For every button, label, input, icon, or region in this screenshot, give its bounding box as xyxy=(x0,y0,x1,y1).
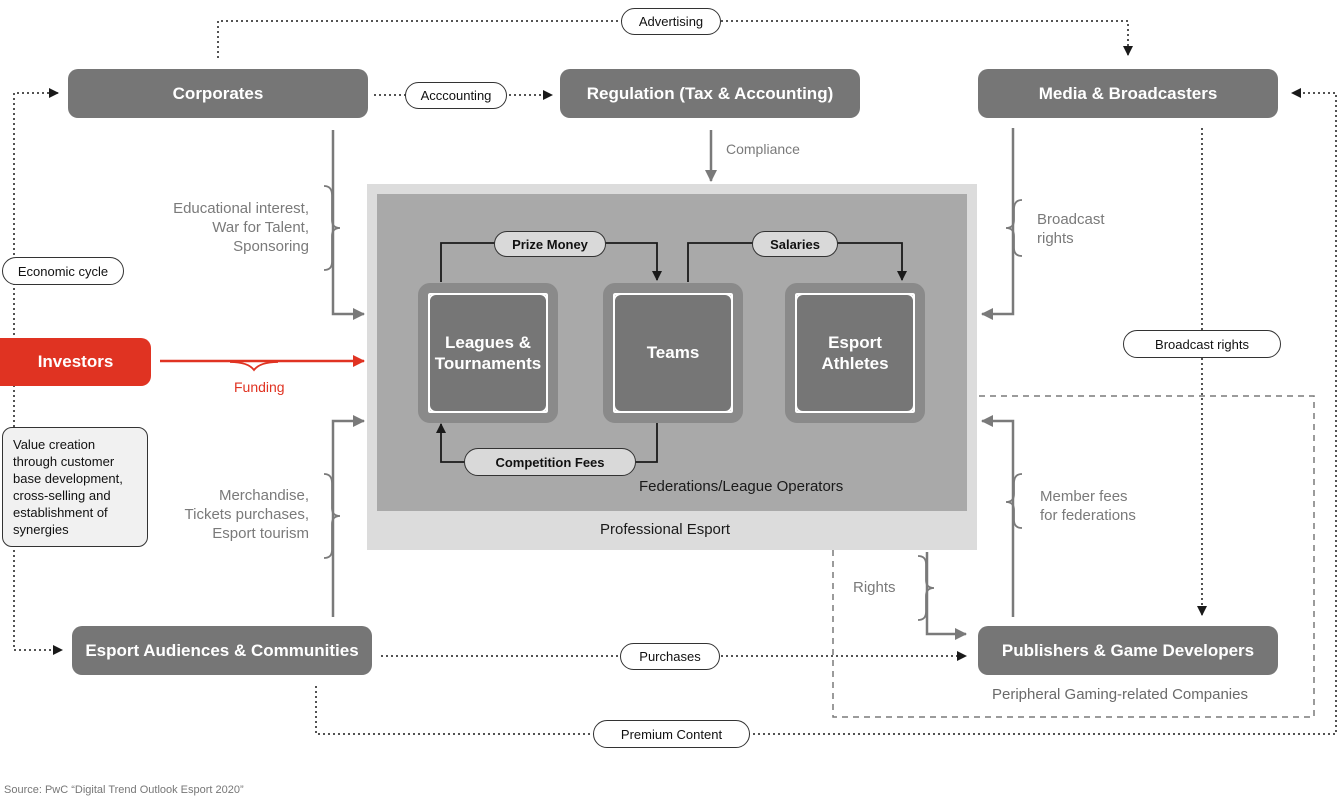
broadcast-line: Broadcast xyxy=(1037,211,1105,228)
peripheral-label: Peripheral Gaming-related Companies xyxy=(992,686,1248,703)
federations-label: Federations/League Operators xyxy=(639,478,844,495)
corporates-brace xyxy=(323,185,341,271)
corporate-flows-label: Educational interest, War for Talent, Sp… xyxy=(140,199,309,256)
rights-flow xyxy=(925,552,967,640)
advertising-pill: Advertising xyxy=(621,8,721,35)
member-fees-line: Member fees xyxy=(1040,488,1128,505)
regulation-label: Regulation (Tax & Accounting) xyxy=(586,83,834,103)
corporate-flow-line: War for Talent, xyxy=(212,219,309,236)
professional-esport-label: Professional Esport xyxy=(600,521,731,538)
investors-to-corporates xyxy=(13,88,59,385)
economic-cycle-pill: Economic cycle xyxy=(2,257,124,285)
audience-flow-line: Merchandise, xyxy=(218,487,309,504)
broadcast-line: rights xyxy=(1037,230,1074,247)
compliance-label: Compliance xyxy=(726,141,800,157)
investors-to-audiences xyxy=(13,385,63,655)
publishers-label: Publishers & Game Developers xyxy=(1001,640,1255,660)
member-fees-brace xyxy=(1005,473,1023,529)
premium-content-pill: Premium Content xyxy=(593,720,750,748)
regulation-node: Regulation (Tax & Accounting) xyxy=(560,69,860,118)
audience-flows-label: Merchandise, Tickets purchases, Esport t… xyxy=(140,486,310,543)
corporate-flow-line: Sponsoring xyxy=(233,238,309,255)
competition-fees-pill: Competition Fees xyxy=(464,448,636,476)
broadcast-brace xyxy=(1005,199,1023,257)
member-fees-label: Member fees for federations xyxy=(1040,487,1136,525)
leagues-label: Leagues & Tournaments xyxy=(434,333,542,373)
teams-node: Teams xyxy=(603,283,743,423)
premium-content-connector xyxy=(315,88,1337,735)
peripheral-boundary xyxy=(832,395,1315,718)
funding-label: Funding xyxy=(234,379,285,395)
investors-label: Investors xyxy=(37,352,114,371)
corporate-flow-line: Educational interest, xyxy=(173,200,309,217)
salaries-pill: Salaries xyxy=(752,231,838,257)
value-creation-note: Value creation through customer base dev… xyxy=(2,427,148,547)
corporates-flow xyxy=(331,130,365,320)
publishers-node: Publishers & Game Developers xyxy=(978,626,1278,675)
broadcast-flow xyxy=(981,128,1015,320)
teams-label: Teams xyxy=(646,343,700,362)
media-node: Media & Broadcasters xyxy=(978,69,1278,118)
rights-label: Rights xyxy=(853,579,896,596)
athletes-node: Esport Athletes xyxy=(785,283,925,423)
source-note: Source: PwC “Digital Trend Outlook Espor… xyxy=(4,784,244,796)
audiences-flow xyxy=(331,415,365,617)
athletes-label: Esport Athletes xyxy=(821,333,889,373)
rights-brace xyxy=(917,555,935,621)
member-fees-line: for federations xyxy=(1040,507,1136,524)
media-label: Media & Broadcasters xyxy=(1038,83,1218,103)
prize-money-pill: Prize Money xyxy=(494,231,606,257)
member-fees-flow xyxy=(981,415,1015,617)
audiences-brace xyxy=(323,473,341,559)
corporates-node: Corporates xyxy=(68,69,368,118)
purchases-pill: Purchases xyxy=(620,643,720,670)
investors-node: Investors xyxy=(0,338,151,386)
funding-brace xyxy=(229,361,279,372)
corporates-label: Corporates xyxy=(172,83,264,103)
accounting-pill: Acccounting xyxy=(405,82,507,109)
audiences-label: Esport Audiences & Communities xyxy=(85,640,359,660)
audiences-node: Esport Audiences & Communities xyxy=(72,626,372,675)
broadcast-rights-pill: Broadcast rights xyxy=(1123,330,1281,358)
audience-flow-line: Esport tourism xyxy=(212,525,309,542)
audience-flow-line: Tickets purchases, xyxy=(184,506,310,523)
leagues-node: Leagues & Tournaments xyxy=(418,283,558,423)
broadcast-label: Broadcast rights xyxy=(1037,210,1105,248)
